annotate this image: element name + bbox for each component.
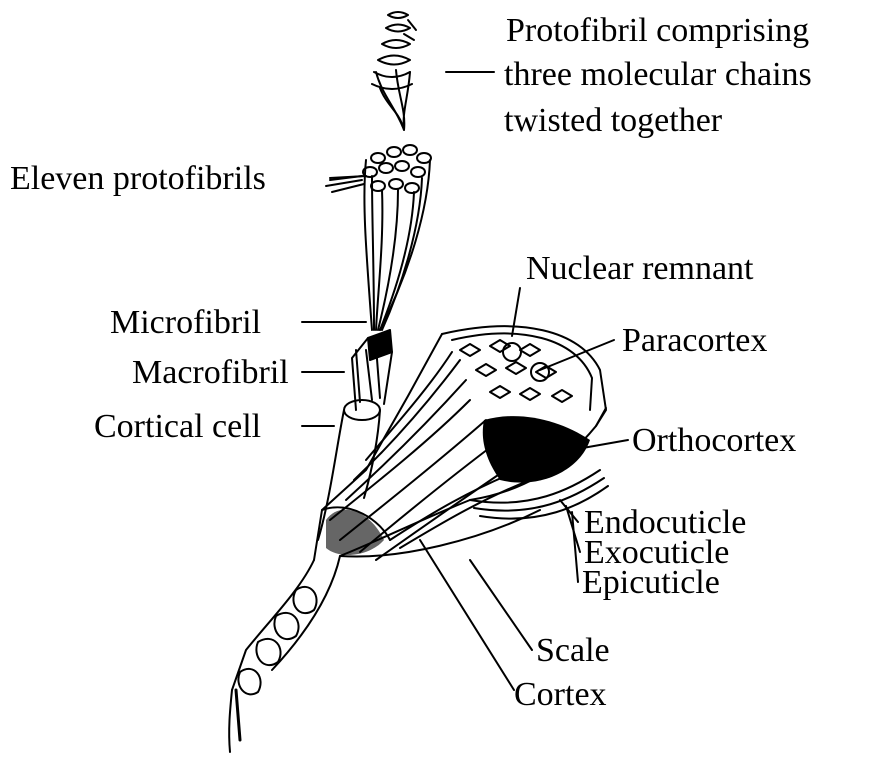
cortex-label: Cortex bbox=[514, 676, 607, 714]
leader-nuclear-remnant bbox=[512, 288, 520, 336]
eleven-protofibrils-drawing bbox=[326, 145, 431, 330]
leader-eleven-protofibrils bbox=[330, 176, 366, 178]
macrofibril-label: Macrofibril bbox=[132, 354, 289, 392]
protofibril-label-line-2: three molecular chains bbox=[504, 56, 812, 94]
scale-label: Scale bbox=[536, 632, 610, 670]
cortical-cell-label: Cortical cell bbox=[94, 408, 261, 446]
cortex-cell-stipple bbox=[326, 510, 384, 555]
scales-drawing bbox=[229, 510, 540, 752]
paracortex-label: Paracortex bbox=[622, 322, 767, 360]
protofibril-label-line-3: twisted together bbox=[504, 102, 722, 140]
epicuticle-label: Epicuticle bbox=[582, 564, 720, 602]
orthocortex-label: Orthocortex bbox=[632, 422, 796, 460]
microfibril-label: Microfibril bbox=[110, 304, 261, 342]
protofibril-label-line-1: Protofibril comprising bbox=[506, 12, 809, 50]
leader-epicuticle bbox=[572, 512, 578, 582]
protofibril-drawing bbox=[372, 12, 416, 130]
nuclear-remnant-label: Nuclear remnant bbox=[526, 250, 754, 288]
leader-cortex bbox=[420, 540, 514, 690]
eleven-protofibrils-label: Eleven protofibrils bbox=[10, 160, 266, 198]
